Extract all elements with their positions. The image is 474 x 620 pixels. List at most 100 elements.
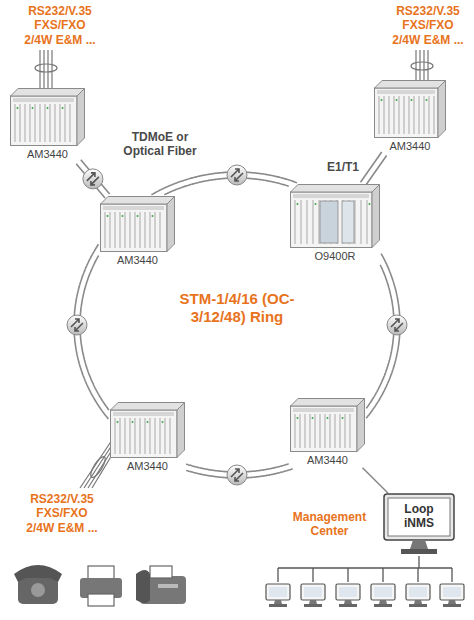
- management-computer: Loop iNMS: [383, 493, 455, 555]
- ring-segment: [151, 172, 297, 195]
- device-illustration: [110, 402, 185, 458]
- card-slot: [313, 200, 314, 244]
- chassis-top: [375, 81, 446, 89]
- screen-area: Loop iNMS: [389, 499, 449, 535]
- card-slot: [135, 212, 136, 248]
- card-slot: [409, 96, 410, 134]
- card-slot: [120, 212, 121, 248]
- link-icon: [387, 315, 407, 335]
- link-label: E1/T1: [318, 160, 368, 174]
- card-slot: [434, 96, 435, 134]
- card-slot: [414, 96, 415, 134]
- device-illustration: [374, 80, 446, 138]
- card-slot: [155, 212, 156, 248]
- card-slot: [301, 200, 302, 244]
- chassis-front: [101, 204, 168, 252]
- card-slot: [140, 418, 141, 454]
- fax-paper: [150, 566, 172, 578]
- chassis-bar: [13, 98, 74, 102]
- module: [320, 201, 338, 243]
- card-slot: [361, 200, 362, 244]
- card-slot: [295, 200, 296, 244]
- card-slot: [355, 200, 356, 244]
- card-slot: [419, 96, 420, 134]
- card-slot: [367, 200, 368, 244]
- card-slot: [145, 418, 146, 454]
- status-led: [32, 107, 34, 109]
- phone-dial: [31, 583, 45, 597]
- status-led: [327, 417, 329, 419]
- status-led: [137, 215, 139, 217]
- card-slot: [105, 212, 106, 248]
- device-illustration: [290, 398, 365, 452]
- card-slot: [140, 212, 141, 248]
- card-slot: [35, 104, 36, 142]
- card-slot: [115, 418, 116, 454]
- monitor-screen: [388, 498, 450, 536]
- chassis-side: [357, 399, 365, 452]
- status-led: [47, 107, 49, 109]
- lan-line: [278, 567, 452, 568]
- chassis-front: [375, 88, 439, 138]
- chassis-top: [11, 89, 85, 97]
- device-label: AM3440: [110, 458, 185, 474]
- chassis-bar: [293, 194, 369, 198]
- fax-icon: [136, 566, 186, 604]
- lan-line: [418, 556, 419, 568]
- chassis-side: [438, 81, 446, 138]
- chassis-bar: [113, 412, 174, 416]
- status-led: [132, 421, 134, 423]
- lan-bus: [278, 556, 452, 582]
- ring-segment: [366, 254, 400, 419]
- monitor-frame: [384, 494, 454, 540]
- card-slot: [125, 418, 126, 454]
- card-slot: [70, 104, 71, 142]
- lan-line: [451, 568, 452, 582]
- module: [342, 201, 354, 243]
- card-slot: [335, 414, 336, 448]
- card-slot: [15, 104, 16, 142]
- chassis-top: [101, 197, 175, 205]
- cable-tail: [80, 440, 112, 488]
- printer-paper-out: [88, 594, 114, 606]
- card-slot: [55, 104, 56, 142]
- center-label: Management Center: [282, 510, 377, 539]
- chassis-side: [167, 197, 175, 252]
- card-slot: [325, 414, 326, 448]
- pc-icon: [371, 584, 395, 607]
- card-slot: [305, 414, 306, 448]
- lan-line: [277, 568, 278, 582]
- link-icon: [67, 315, 87, 335]
- card-slot: [25, 104, 26, 142]
- card-slot: [45, 104, 46, 142]
- card-slot: [120, 418, 121, 454]
- status-led: [297, 203, 299, 205]
- card-slot: [379, 96, 380, 134]
- card-slot: [429, 96, 430, 134]
- device-label: O9400R: [290, 248, 380, 264]
- lan-line: [417, 568, 418, 582]
- device-illustration: [10, 88, 85, 146]
- pc-icon: [440, 584, 464, 607]
- device-node: AM3440: [10, 88, 85, 162]
- status-led: [147, 421, 149, 423]
- chassis-side: [177, 403, 185, 458]
- cable: [84, 445, 112, 488]
- device-label: AM3440: [100, 252, 175, 268]
- cable: [43, 50, 44, 92]
- ring-title: STM-1/4/16 (OC-3/12/48) Ring: [172, 290, 302, 326]
- chassis-front: [111, 410, 178, 458]
- card-slot: [60, 104, 61, 142]
- card-slot: [145, 212, 146, 248]
- status-led: [17, 107, 19, 109]
- phone-body: [18, 578, 58, 604]
- status-led: [312, 417, 314, 419]
- chassis-front: [11, 96, 78, 146]
- device-label: AM3440: [374, 138, 446, 154]
- card-slot: [295, 414, 296, 448]
- interface-list: RS232/V.35 FXS/FXO 2/4W E&M ...: [20, 4, 100, 47]
- status-led: [117, 421, 119, 423]
- interface-list: RS232/V.35 FXS/FXO 2/4W E&M ...: [388, 4, 468, 47]
- card-slot: [150, 418, 151, 454]
- phone-handset: [14, 565, 62, 582]
